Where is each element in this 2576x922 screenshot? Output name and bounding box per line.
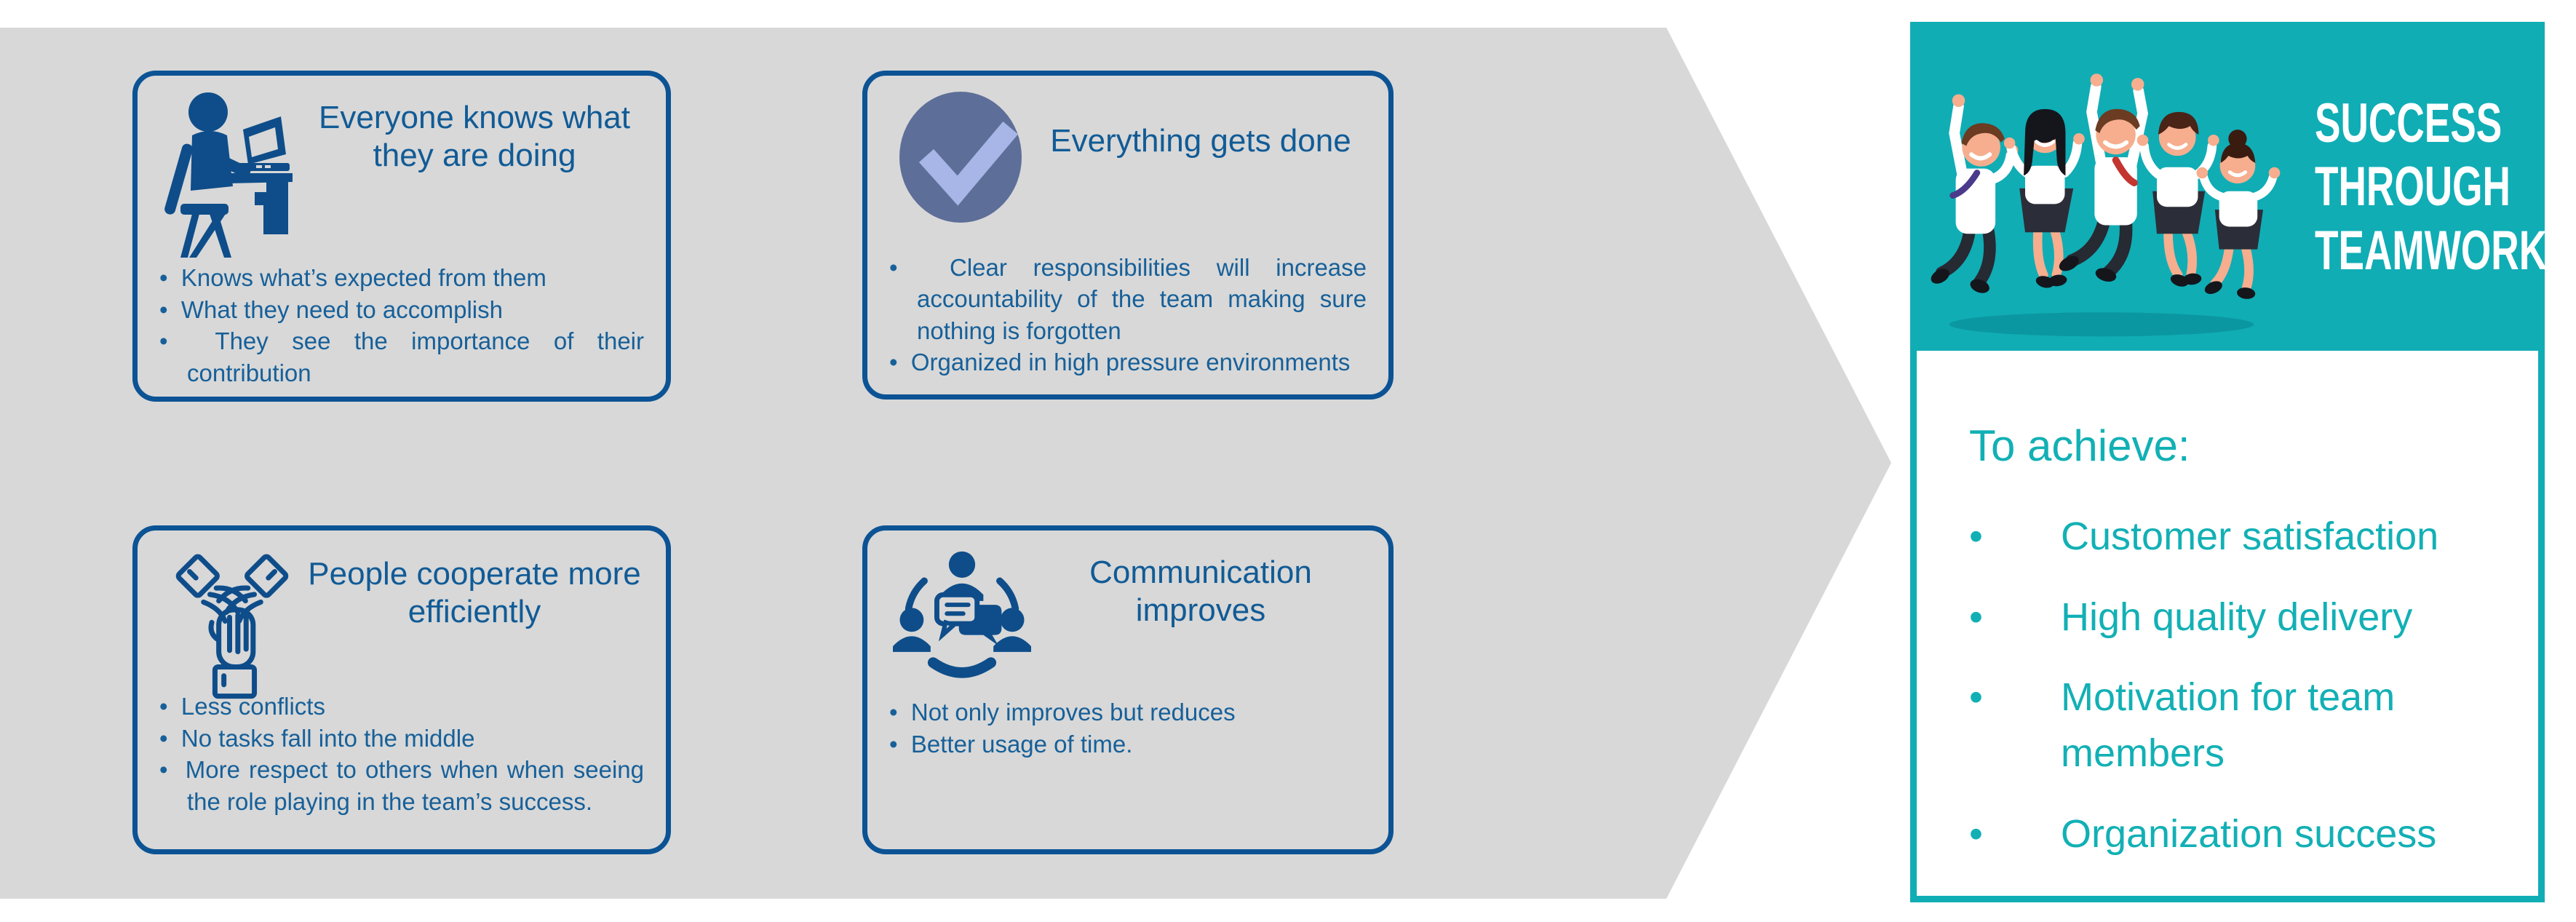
checkmark-circle-icon [889, 89, 1035, 227]
card-header: Communication improves [889, 544, 1367, 689]
card-bullet-list: Less conflicts No tasks fall into the mi… [159, 691, 644, 817]
bullet-dot: • [1969, 675, 1983, 720]
person-5 [2196, 130, 2281, 299]
communication-icon [889, 544, 1035, 685]
banner-text: SUCCESS THROUGH TEAMWORK [2315, 92, 2545, 282]
card-title: Everything gets done [1050, 123, 1351, 159]
card-header: Everything gets done [889, 89, 1367, 245]
person-3 [2059, 73, 2148, 282]
card-title: Everyone knows what they are doing [319, 100, 630, 173]
card-header: People cooperate more efficiently [159, 544, 644, 699]
banner-line: THROUGH [2315, 156, 2511, 218]
achieve-item-label: Organization success [2061, 811, 2437, 856]
bullet-item: Knows what’s expected from them [159, 262, 644, 294]
bullet-item: More respect to others when when seeing … [159, 754, 644, 817]
achieve-item: • Motivation for team members [1969, 669, 2516, 781]
card-header: Everyone knows what they are doing [159, 89, 644, 258]
bullet-item: They see the importance of their contrib… [159, 325, 644, 389]
bullet-item: Clear responsibilities will increase acc… [889, 252, 1367, 347]
bullet-item: Not only improves but reduces [889, 696, 1367, 728]
to-achieve-heading: To achieve: [1969, 421, 2190, 470]
achieve-item: • High quality delivery [1969, 589, 2516, 645]
bullet-item: Organized in high pressure environments [889, 346, 1367, 378]
achieve-item-label: High quality delivery [2061, 595, 2413, 639]
benefit-card-everything-done: Everything gets done Clear responsibilit… [862, 71, 1394, 400]
card-title: Communication improves [1089, 555, 1312, 628]
achieve-item: • Customer satisfaction [1969, 509, 2516, 565]
card-bullet-list: Clear responsibilities will increase acc… [889, 252, 1367, 378]
person-at-laptop-icon [159, 89, 305, 262]
benefit-card-everyone-knows: Everyone knows what they are doing Knows… [132, 71, 671, 402]
bullet-item: Better usage of time. [889, 728, 1367, 760]
bullet-item: No tasks fall into the middle [159, 723, 644, 755]
banner-line: SUCCESS [2315, 92, 2503, 154]
to-achieve-list: • Customer satisfaction • High quality d… [1969, 509, 2516, 862]
bullet-item: What they need to accomplish [159, 294, 644, 326]
benefit-card-communication: Communication improves Not only improves… [862, 525, 1394, 854]
benefit-card-cooperation: People cooperate more efficiently Less c… [132, 525, 671, 854]
card-bullet-list: Knows what’s expected from them What the… [159, 262, 644, 389]
to-achieve-panel: To achieve: • Customer satisfaction • Hi… [1910, 351, 2545, 902]
bullet-dot: • [1969, 514, 1983, 558]
teamwork-banner: SUCCESS THROUGH TEAMWORK [1910, 22, 2545, 351]
banner-line: TEAMWORK [2315, 219, 2545, 282]
card-bullet-list: Not only improves but reduces Better usa… [889, 696, 1367, 760]
jumping-team-illustration [1931, 73, 2281, 337]
bullet-item: Less conflicts [159, 691, 644, 723]
achieve-item-label: Motivation for team members [2061, 675, 2396, 776]
person-4 [2136, 111, 2219, 287]
person-1 [1931, 94, 2019, 293]
achieve-item: • Organization success [1969, 806, 2516, 862]
bullet-dot: • [1969, 811, 1983, 856]
card-title: People cooperate more efficiently [308, 556, 641, 629]
achieve-item-label: Customer satisfaction [2061, 514, 2439, 558]
bullet-dot: • [1969, 595, 1983, 639]
hands-together-icon [159, 544, 305, 699]
person-2 [2003, 108, 2085, 288]
